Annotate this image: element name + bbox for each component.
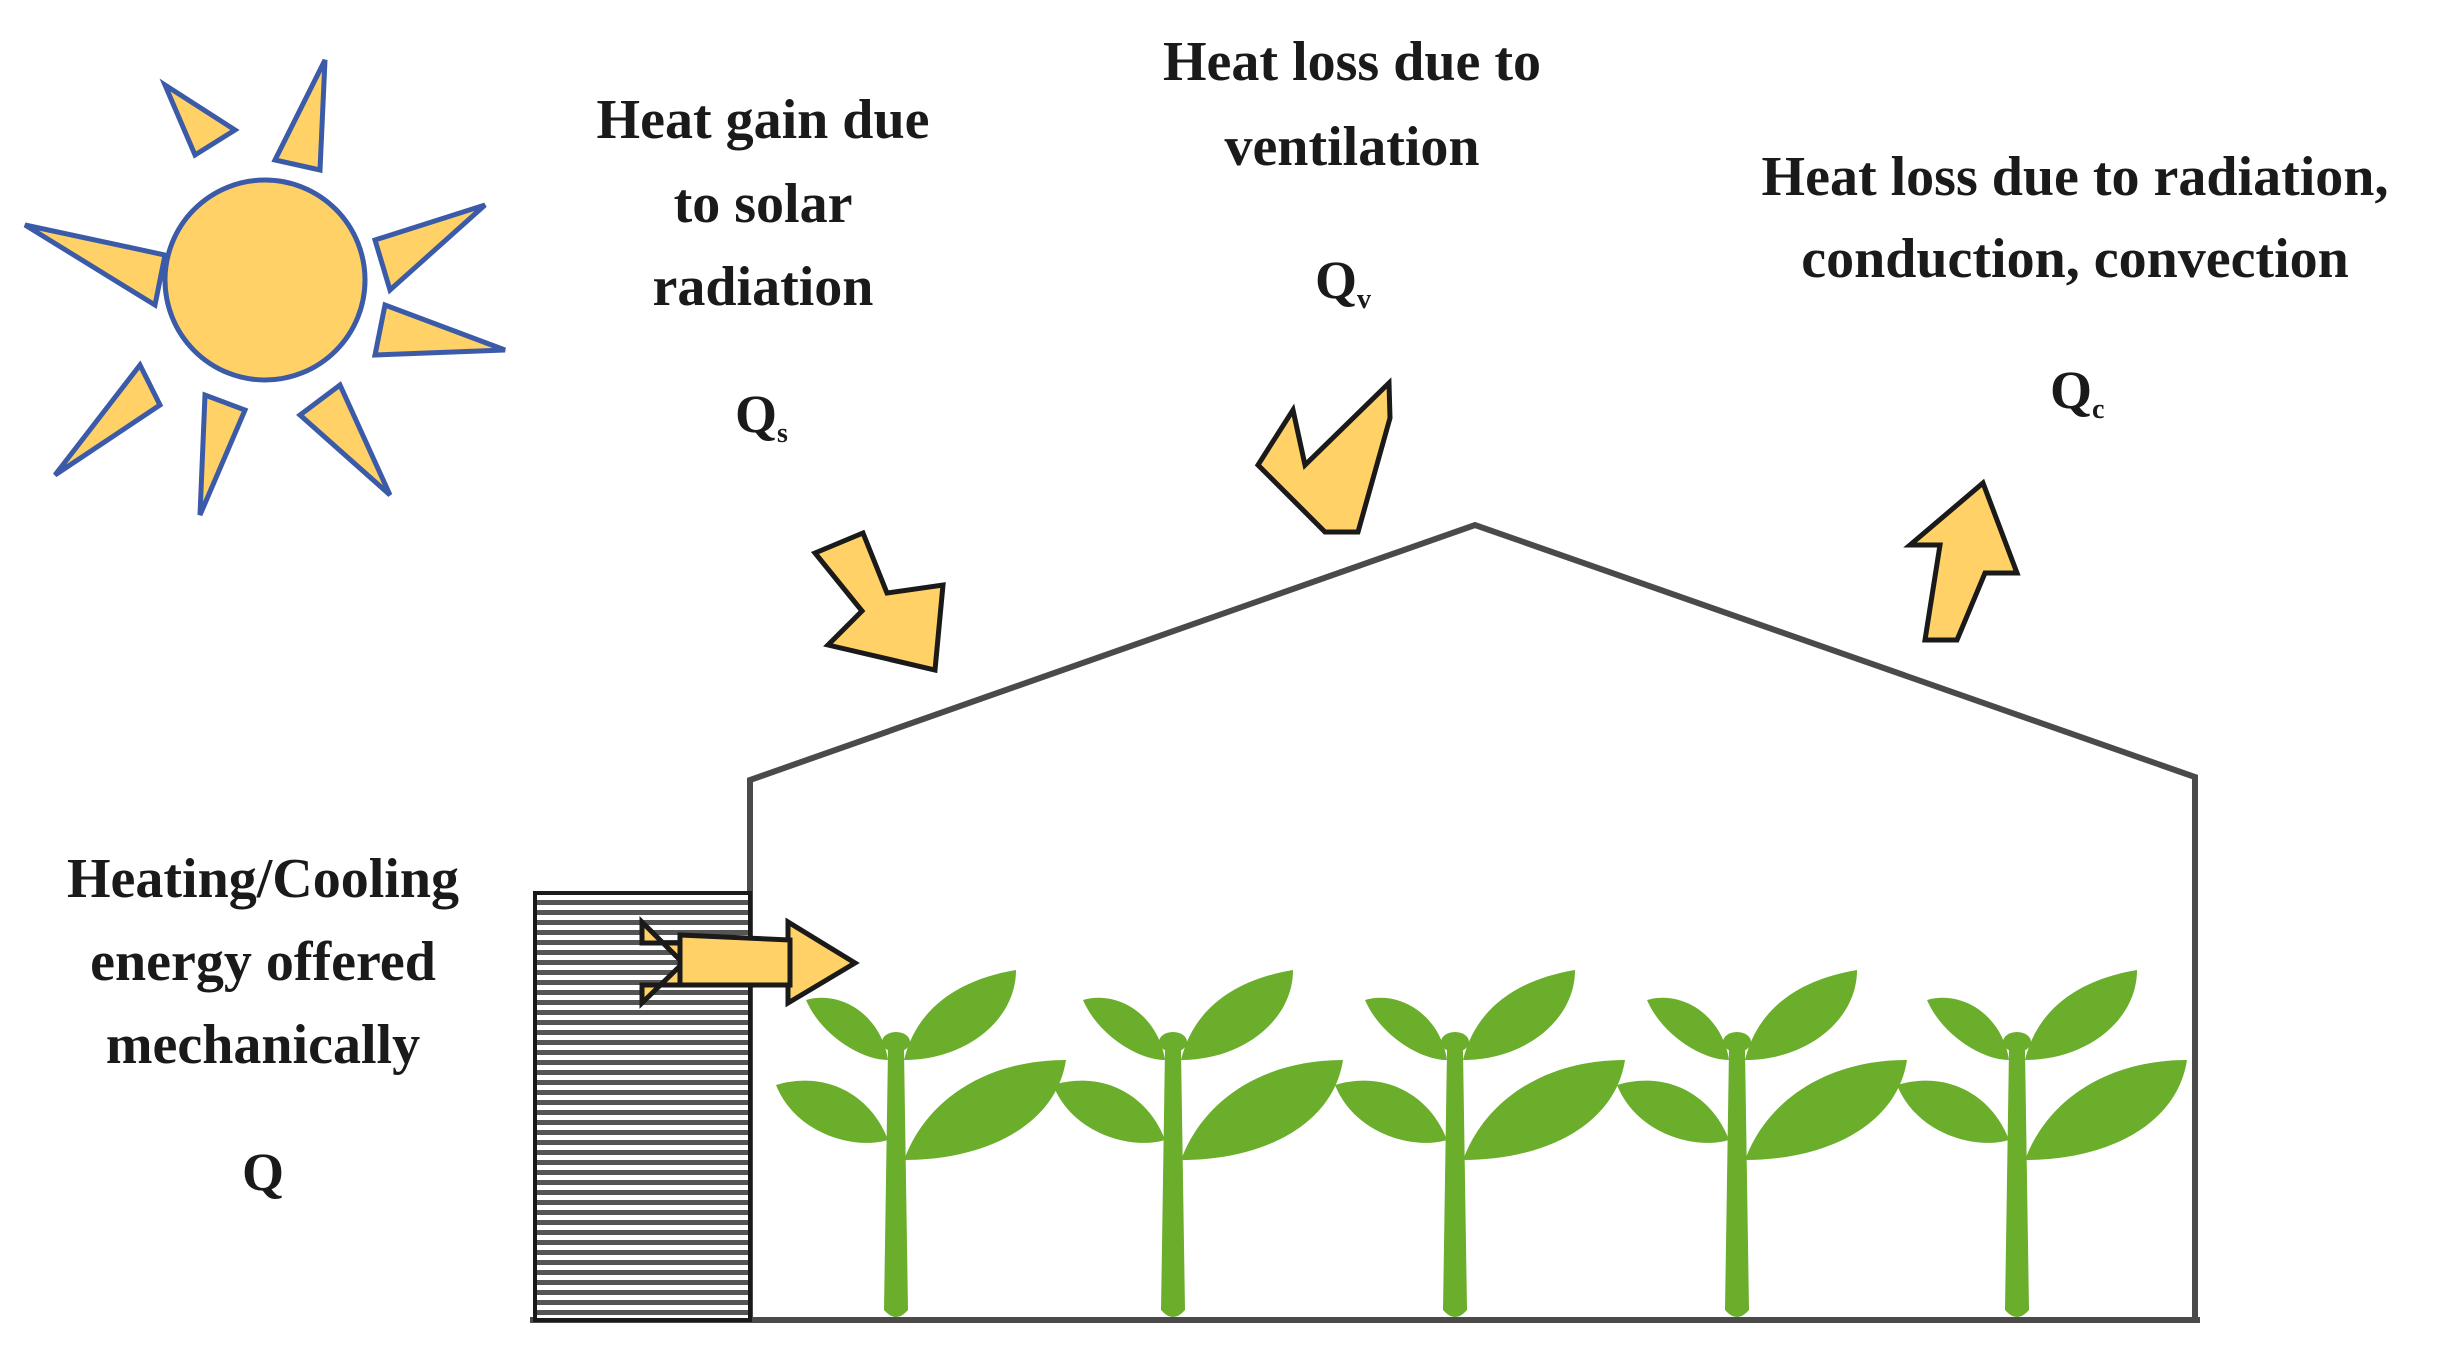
svg-text:Heating/Cooling: Heating/Cooling — [67, 848, 459, 910]
svg-text:radiation: radiation — [653, 256, 874, 318]
svg-text:mechanically: mechanically — [106, 1014, 420, 1076]
solar-gain-symbol: Qs — [735, 384, 788, 449]
svg-text:ventilation: ventilation — [1224, 116, 1479, 178]
plant-icon — [1335, 970, 1625, 1317]
svg-text:Heat loss due to radiation,: Heat loss due to radiation, — [1762, 146, 2389, 208]
sun-icon — [23, 58, 506, 516]
transmission-symbol: Qc — [2050, 360, 2104, 425]
ventilation-symbol: Qv — [1315, 250, 1371, 315]
svg-text:Heat gain due: Heat gain due — [597, 89, 930, 151]
solar-gain-arrow — [810, 529, 946, 674]
plant-icon — [1897, 970, 2187, 1317]
svg-text:Heat loss due to: Heat loss due to — [1163, 31, 1541, 93]
svg-text:to solar: to solar — [674, 173, 853, 235]
svg-text:energy offered: energy offered — [90, 931, 436, 993]
plant-icon — [776, 970, 1066, 1317]
greenhouse-outline — [530, 521, 2200, 1323]
plant-icon — [1617, 970, 1907, 1317]
solar-gain-label: Heat gain due to solar radiation Qs — [597, 89, 930, 449]
plants-row — [776, 970, 2187, 1317]
mechanical-symbol: Q — [242, 1142, 284, 1202]
svg-text:conduction, convection: conduction, convection — [1801, 228, 2349, 290]
mechanical-label: Heating/Cooling energy offered mechanica… — [67, 848, 459, 1202]
plant-icon — [1053, 970, 1343, 1317]
ventilation-arrow — [1254, 377, 1393, 535]
transmission-arrow — [1903, 478, 2021, 643]
transmission-label: Heat loss due to radiation, conduction, … — [1762, 146, 2389, 425]
ventilation-label: Heat loss due to ventilation Qv — [1163, 31, 1541, 315]
